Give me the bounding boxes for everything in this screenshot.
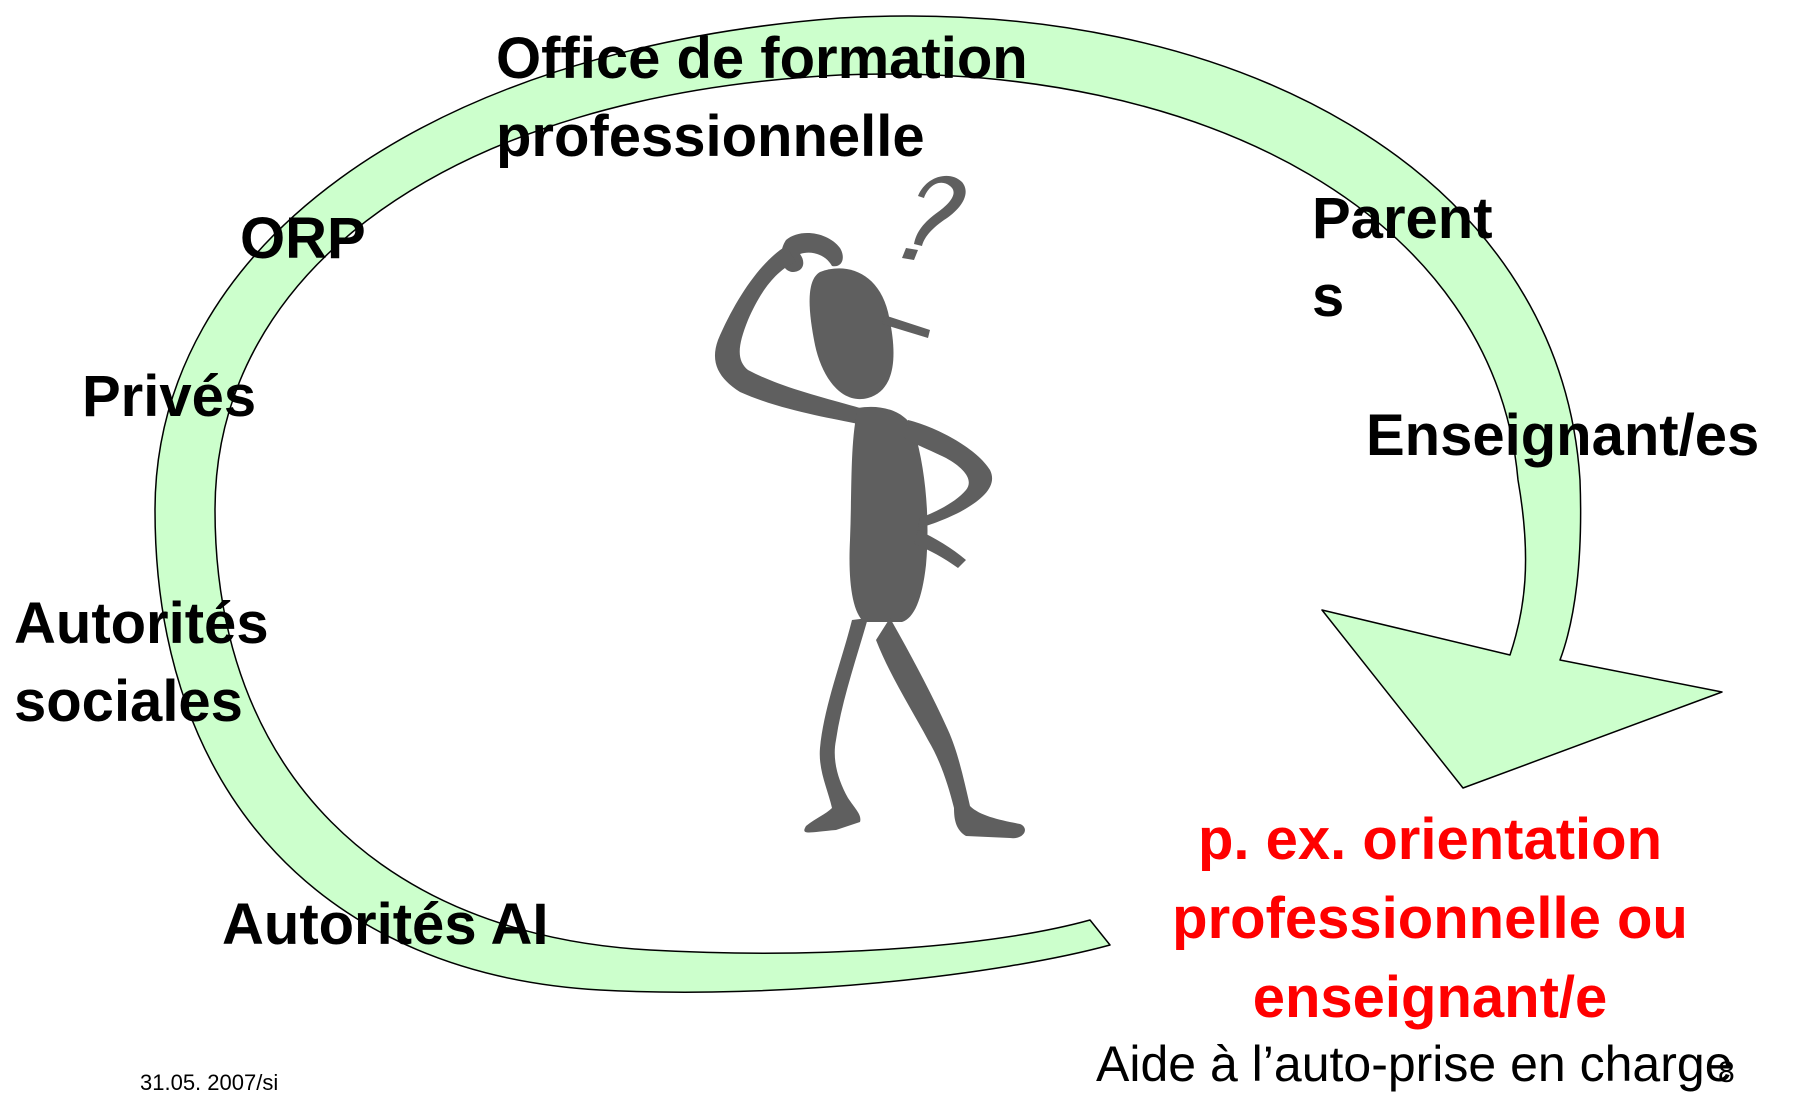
torso-shape xyxy=(849,406,928,622)
raised-hand-shape xyxy=(781,233,843,272)
label-autorites-sociales-line2: sociales xyxy=(14,669,243,734)
thinking-person-icon xyxy=(714,175,1025,839)
question-mark-icon xyxy=(902,175,966,260)
label-orp: ORP xyxy=(240,206,366,271)
cigarette-shape xyxy=(882,315,930,338)
label-autorites-sociales: Autorités sociales xyxy=(14,585,269,741)
subtitle-auto-prise: Aide à l’auto-prise en charge xyxy=(1096,1036,1733,1092)
left-leg-shape xyxy=(804,618,868,833)
label-parents: Parent s xyxy=(1312,180,1493,336)
highlight-line1: p. ex. orientation xyxy=(1197,807,1663,872)
label-parents-line2: s xyxy=(1312,264,1345,329)
label-autorites-ai: Autorités AI xyxy=(222,892,549,957)
footer-date: 31.05. 2007/si xyxy=(140,1070,279,1095)
label-prives: Privés xyxy=(82,364,257,429)
raised-arm-shape xyxy=(714,246,860,424)
circular-arrow-icon xyxy=(154,15,1723,993)
highlight-line2: professionnelle ou xyxy=(1172,886,1688,951)
highlight-orientation: p. ex. orientation professionnelle ou en… xyxy=(1120,800,1740,1037)
hip-arm-shape xyxy=(904,420,993,528)
hip-hand-shape xyxy=(914,530,966,568)
label-office-line2: professionnelle xyxy=(496,104,925,169)
highlight-line3: enseignant/e xyxy=(1252,965,1608,1030)
label-autorites-sociales-line1: Autorités xyxy=(14,591,269,656)
label-office-formation: Office de formation professionnelle xyxy=(496,20,1028,176)
footer-page-number: 8 xyxy=(1718,1056,1735,1089)
right-leg-shape xyxy=(876,618,1025,839)
label-office-line1: Office de formation xyxy=(496,26,1028,91)
label-enseignants: Enseignant/es xyxy=(1366,403,1760,468)
head-shape xyxy=(809,268,894,400)
label-parents-line1: Parent xyxy=(1312,186,1493,251)
